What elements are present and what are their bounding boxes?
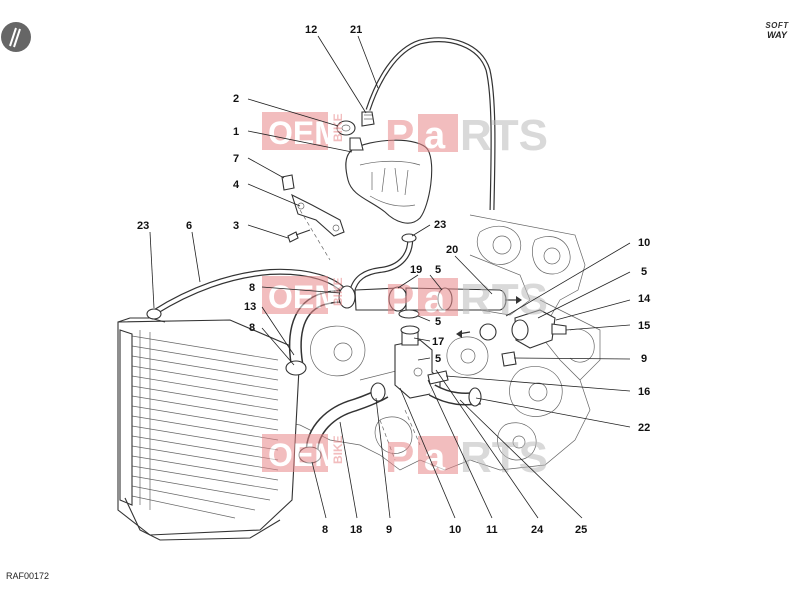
callout-8-bottom: 8 [322, 524, 328, 536]
watermark-oem-text: OEM [268, 437, 341, 473]
callout-17: 17 [432, 336, 444, 348]
callout-10-right: 10 [638, 237, 650, 249]
callout-5-lower: 5 [435, 353, 441, 365]
assembly-centerline-a [299, 209, 331, 261]
callout-1: 1 [233, 126, 239, 138]
watermark-upper: OEM BIKE P a RTS [262, 111, 548, 160]
brand-mark: SOFT WAY [757, 21, 797, 41]
watermark-parts-p: P [385, 111, 414, 160]
callout-16: 16 [638, 386, 650, 398]
tank-filler-cap [336, 120, 364, 151]
callout-2: 2 [233, 93, 239, 105]
callout-14: 14 [638, 293, 651, 305]
thermostat-housing [456, 309, 567, 367]
document-reference-code: RAF00172 [6, 571, 50, 581]
callout-5-middle: 5 [435, 316, 441, 328]
watermark-parts-a: a [424, 115, 446, 157]
radiator [117, 317, 301, 541]
callout-25: 25 [575, 524, 587, 536]
callout-3: 3 [233, 220, 239, 232]
leader-lines [149, 35, 631, 519]
rubber-mount [281, 174, 295, 191]
tank-bracket [291, 193, 345, 237]
callout-8-middle: 8 [249, 322, 255, 334]
hose-clip-23-lower [146, 308, 162, 320]
expansion-tank [345, 139, 433, 224]
callout-9-bottom: 9 [386, 524, 392, 536]
callout-18: 18 [350, 524, 362, 536]
callout-21: 21 [350, 24, 362, 36]
callout-6: 6 [186, 220, 192, 232]
watermark-oem-text: OEM [268, 279, 341, 315]
tank-outlet-hose [349, 234, 414, 293]
callout-24: 24 [531, 524, 544, 536]
breather-hose [365, 37, 496, 211]
callout-7: 7 [233, 153, 239, 165]
watermark-bike-text: BIKE [331, 435, 345, 464]
watermark-middle: OEM BIKE P a RTS [262, 275, 548, 324]
callout-5-right: 5 [641, 266, 647, 278]
watermark-bike-text: BIKE [331, 277, 345, 306]
tee-union [354, 286, 408, 312]
watermark-parts-rts: RTS [460, 111, 548, 160]
pump-outlet-hose [428, 384, 482, 407]
callout-9-right: 9 [641, 353, 647, 365]
clamp-8-upper [285, 285, 356, 376]
brand-line-1: SOFT [765, 21, 789, 30]
radiator-filler-hose [153, 268, 348, 315]
callout-20: 20 [446, 244, 458, 256]
tank-vent-cap [361, 111, 375, 127]
callout-12: 12 [305, 24, 317, 36]
callout-labels: 12 21 2 1 7 4 3 23 6 23 20 10 8 19 5 5 1… [137, 24, 651, 536]
corner-logo-icon [1, 22, 31, 52]
callout-13: 13 [244, 301, 256, 313]
callout-8-upper: 8 [249, 282, 255, 294]
callout-23-left: 23 [137, 220, 149, 232]
watermark-parts-p: P [385, 433, 414, 482]
callout-4: 4 [233, 179, 240, 191]
radiator-fins [131, 330, 279, 519]
assembly-centerline-b [379, 409, 421, 461]
watermark-parts-a: a [424, 279, 446, 321]
watermark-lower: OEM BIKE P a RTS [262, 433, 548, 482]
callout-10-bottom: 10 [449, 524, 461, 536]
watermark-parts-rts: RTS [460, 433, 548, 482]
callout-11: 11 [486, 524, 498, 536]
callout-5-top: 5 [435, 264, 441, 276]
callout-15: 15 [638, 320, 650, 332]
watermark-bike-text: BIKE [331, 113, 345, 142]
watermark-parts-p: P [385, 275, 414, 324]
watermark-oem-text: OEM [268, 115, 341, 151]
callout-19: 19 [410, 264, 422, 276]
callout-22: 22 [638, 422, 650, 434]
callout-23-center: 23 [434, 219, 446, 231]
mount-bolt [287, 229, 311, 243]
watermark-parts-a: a [424, 437, 446, 479]
brand-line-2: WAY [767, 30, 787, 40]
